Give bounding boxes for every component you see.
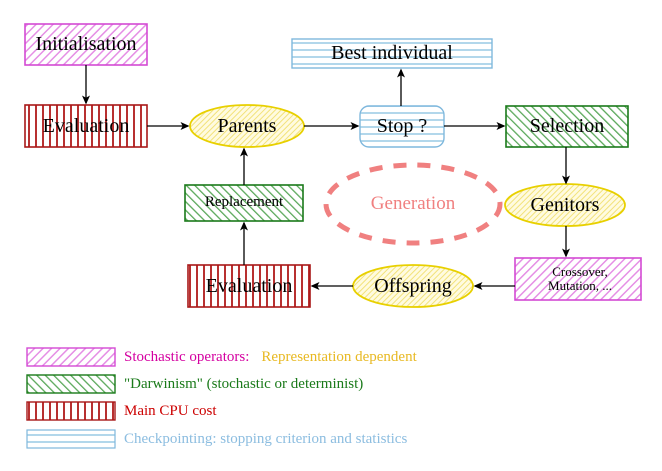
node-evaluation-top[interactable] bbox=[24, 104, 148, 148]
node-replacement[interactable] bbox=[184, 184, 304, 222]
legend-row-checkpointing: Checkpointing: stopping criterion and st… bbox=[124, 429, 407, 449]
legend-row-cpu-cost: Main CPU cost bbox=[124, 401, 217, 421]
legend-row-stochastic: Stochastic operators: Representation dep… bbox=[124, 347, 417, 367]
node-initialisation[interactable] bbox=[24, 23, 148, 66]
legend-label-representation: Representation dependent bbox=[261, 348, 417, 365]
node-crossover-mutation[interactable] bbox=[514, 257, 642, 301]
legend-label-stochastic: Stochastic operators: bbox=[124, 348, 250, 365]
legend-swatch-blue bbox=[26, 429, 116, 449]
legend-swatch-magenta bbox=[26, 347, 116, 367]
legend-swatch-green bbox=[26, 374, 116, 394]
legend-swatch-red bbox=[26, 401, 116, 421]
legend-label-darwinism: "Darwinism" (stochastic or determinist) bbox=[124, 375, 364, 392]
legend-label-cpu-cost: Main CPU cost bbox=[124, 402, 217, 419]
node-evaluation-bottom[interactable] bbox=[187, 264, 311, 308]
node-selection[interactable] bbox=[505, 105, 629, 148]
node-best-individual[interactable] bbox=[291, 38, 493, 69]
node-generation bbox=[323, 162, 503, 246]
legend-row-darwinism: "Darwinism" (stochastic or determinist) bbox=[124, 374, 363, 394]
legend-label-checkpointing: Checkpointing: stopping criterion and st… bbox=[124, 430, 408, 447]
